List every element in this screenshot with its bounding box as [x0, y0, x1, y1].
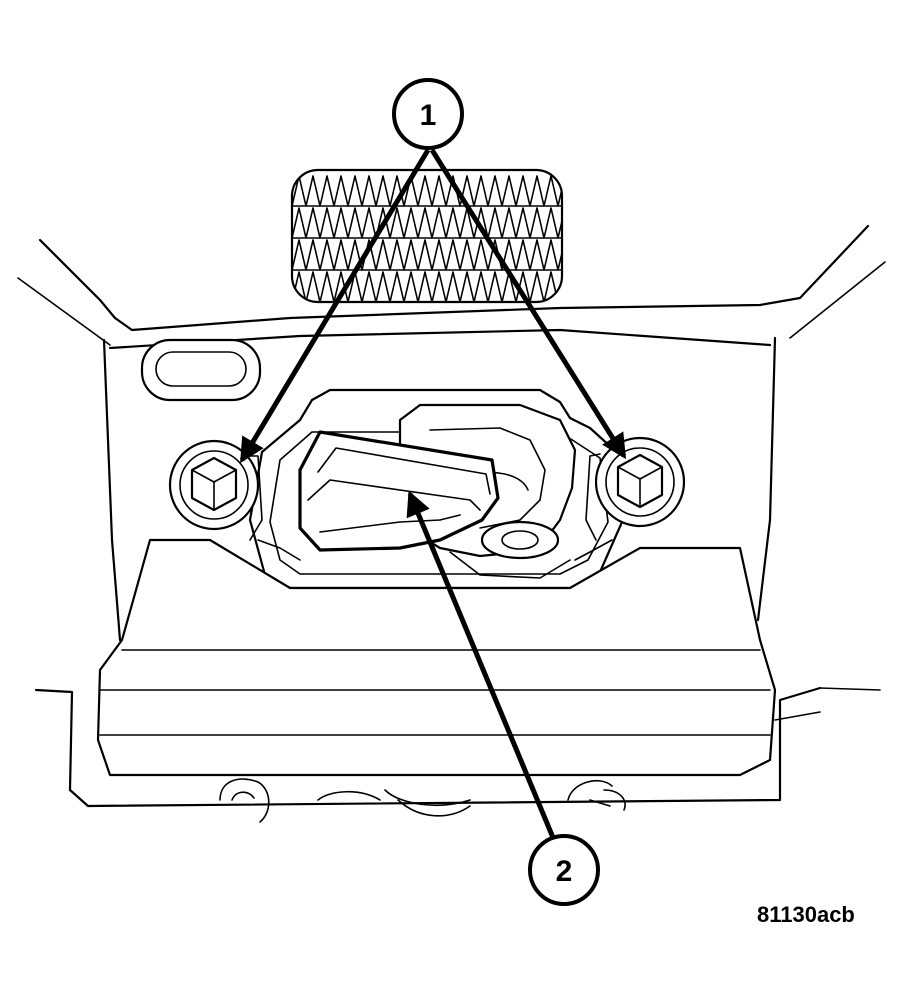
- right-bolt: [585, 436, 686, 541]
- figure-id: 81130acb: [757, 902, 855, 927]
- leader-arrows: [239, 148, 627, 841]
- callout-1-arrow-left: [239, 148, 431, 464]
- callout-1: 1: [392, 78, 464, 150]
- left-bolt: [168, 439, 263, 541]
- left-slot: [140, 338, 262, 402]
- grille-pad: [290, 168, 564, 304]
- lower-frame: [34, 686, 881, 808]
- callout-2: 2: [528, 834, 600, 906]
- mount-strut: [298, 430, 500, 552]
- grille-teeth-row: [292, 271, 562, 302]
- callout-2-arrow: [406, 490, 557, 841]
- crossmember: [96, 538, 777, 777]
- underbody: [219, 778, 626, 823]
- callout-1-label: 1: [420, 99, 437, 132]
- callout-2-label: 2: [556, 855, 573, 888]
- callout-1-arrow-right: [429, 148, 627, 460]
